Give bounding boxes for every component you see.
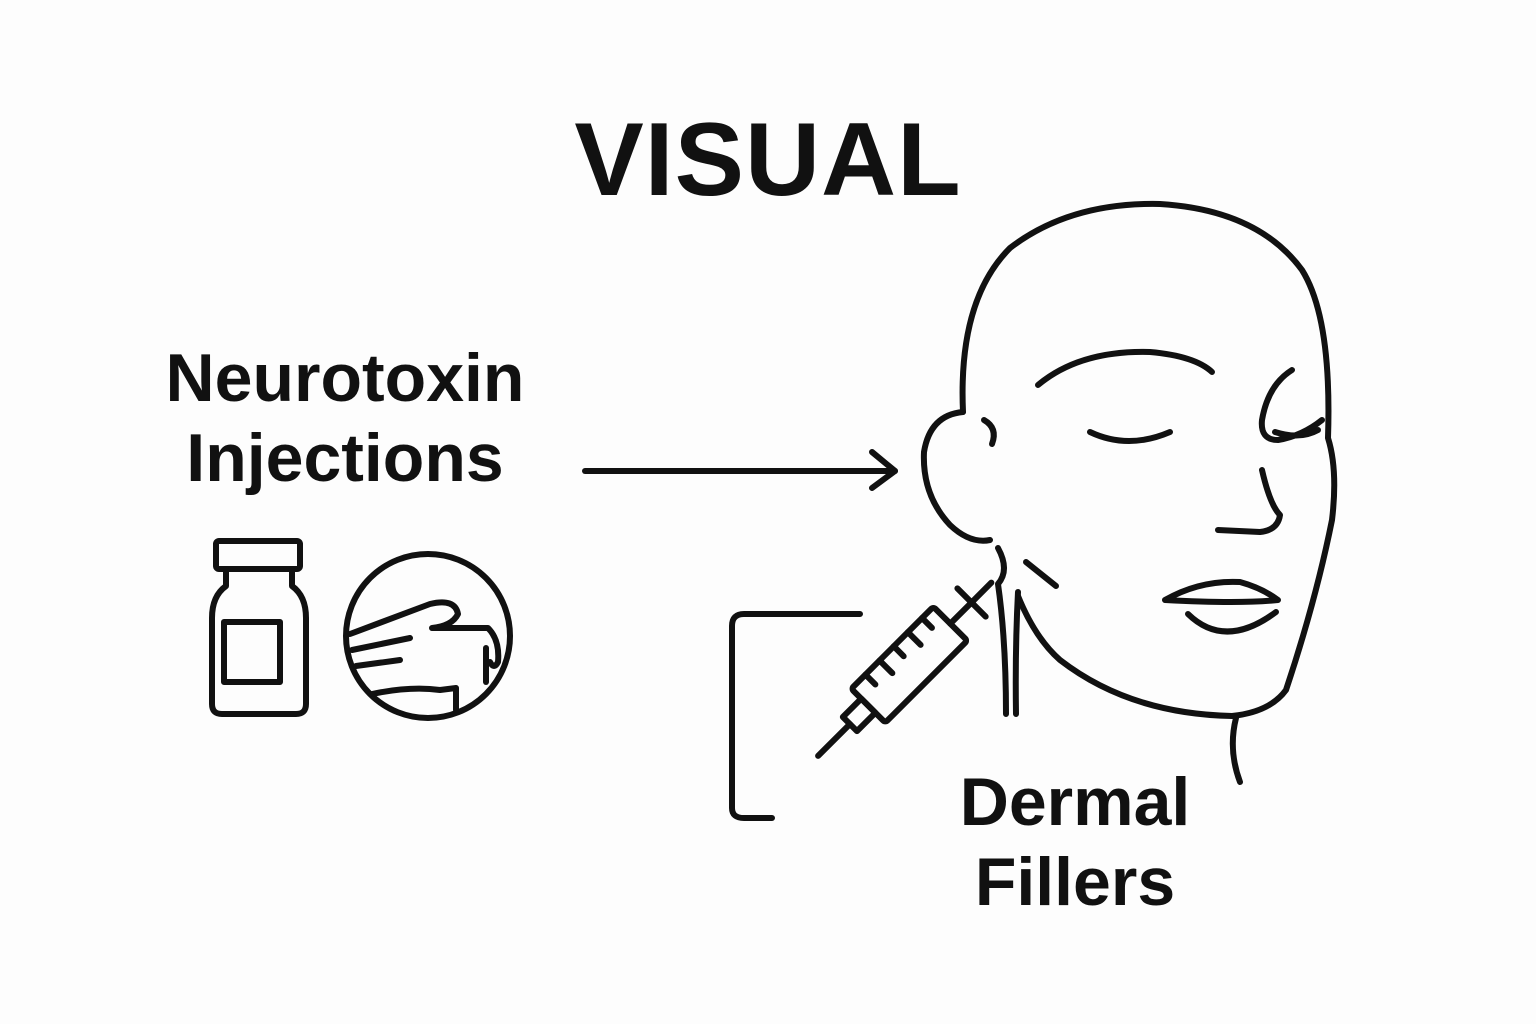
neurotoxin-label-line2: Injections [186, 420, 504, 496]
bracket-connector [729, 611, 863, 821]
neurotoxin-label: Neurotoxin Injections [110, 338, 580, 498]
dermal-fillers-label: Dermal Fillers [900, 762, 1250, 922]
neurotoxin-label-line1: Neurotoxin [165, 340, 525, 416]
face-icon [920, 200, 1338, 785]
diagram-title: VISUAL [574, 102, 962, 218]
dermal-fillers-label-line1: Dermal [959, 764, 1191, 840]
arrow-right-icon [582, 449, 898, 491]
syringe-icon [815, 579, 995, 759]
vial-icon [209, 538, 309, 717]
hand-icon [343, 551, 513, 721]
dermal-fillers-label-line2: Fillers [974, 844, 1176, 920]
